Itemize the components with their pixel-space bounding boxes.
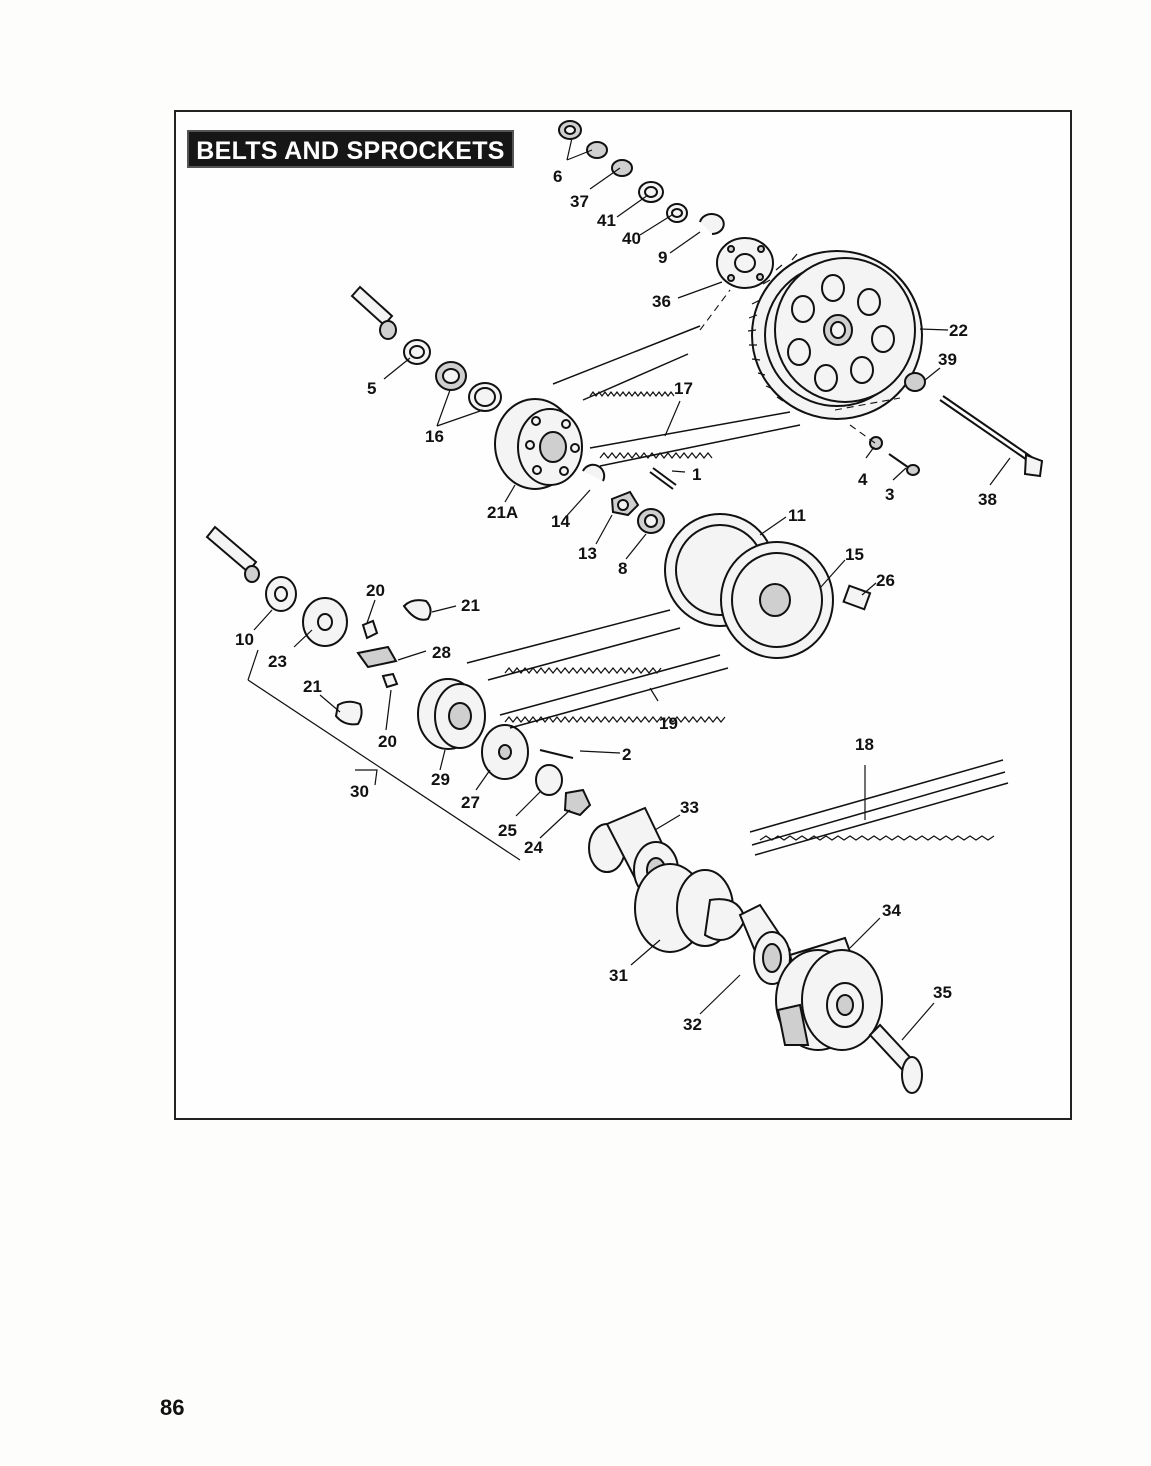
starter-gear-set — [634, 863, 792, 985]
callout-label: 8 — [618, 559, 627, 578]
callout-label: 9 — [658, 248, 667, 267]
callout-label: 24 — [524, 838, 543, 857]
transmission-shaft-lower — [205, 525, 348, 647]
callout-label: 16 — [425, 427, 444, 446]
rear-sprocket — [747, 250, 923, 420]
callout-label: 20 — [378, 732, 397, 751]
callout-label: 3 — [885, 485, 894, 504]
callout-label: 10 — [235, 630, 254, 649]
callout-label: 40 — [622, 229, 641, 248]
callout-label: 41 — [597, 211, 616, 230]
callout-label: 20 — [366, 581, 385, 600]
callout-label: 22 — [949, 321, 968, 340]
callout-label: 13 — [578, 544, 597, 563]
primary-chain — [749, 759, 1009, 856]
callout-label: 2 — [622, 745, 631, 764]
callout-label: 5 — [367, 379, 376, 398]
callout-label: 21A — [487, 503, 518, 522]
callout-label: 31 — [609, 966, 628, 985]
callout-label: 21 — [303, 677, 322, 696]
callout-label: 11 — [788, 506, 806, 525]
engine-sprocket — [417, 678, 592, 817]
sprocket-mounting-plate — [716, 237, 774, 289]
leader-lines — [247, 137, 1011, 1041]
callout-label: 28 — [432, 643, 451, 662]
callout-label: 38 — [978, 490, 997, 509]
callout-label: 26 — [876, 571, 895, 590]
callout-label: 32 — [683, 1015, 702, 1034]
callout-label: 17 — [674, 379, 693, 398]
callout-label: 36 — [652, 292, 671, 311]
callout-label: 15 — [845, 545, 864, 564]
clutch-sprocket — [664, 513, 872, 659]
diagram-title: BELTS AND SPROCKETS — [187, 130, 514, 168]
starter-bolt — [868, 1023, 923, 1094]
upper-belt — [552, 289, 901, 467]
compensator-components — [334, 599, 432, 726]
page-number: 86 — [160, 1395, 185, 1420]
callout-label: 30 — [350, 782, 369, 801]
callout-label: 6 — [553, 167, 562, 186]
callout-label: 39 — [938, 350, 957, 369]
callout-label: 21 — [461, 596, 480, 615]
callout-label: 14 — [551, 512, 570, 531]
callout-label: 29 — [431, 770, 450, 789]
callout-label: 35 — [933, 983, 952, 1002]
transmission-shaft-upper — [350, 285, 502, 412]
callout-label: 33 — [680, 798, 699, 817]
sprocket-spacer-and-hardware — [869, 372, 1044, 478]
starter-drive-housing — [775, 936, 883, 1051]
callout-label: 37 — [570, 192, 589, 211]
rear-axle-hardware-stack — [558, 120, 725, 235]
callout-label: 1 — [692, 465, 701, 484]
callout-labels: 1 2 3 4 5 6 8 9 10 11 13 14 15 16 17 18 … — [235, 167, 997, 1034]
callout-label: 18 — [855, 735, 874, 754]
primary-belt — [466, 609, 729, 729]
callout-label: 23 — [268, 652, 287, 671]
pulley-fasteners-upper — [582, 463, 677, 534]
front-pulley-upper — [494, 398, 583, 490]
callout-label: 27 — [461, 793, 480, 812]
callout-label: 25 — [498, 821, 517, 840]
callout-label: 19 — [659, 714, 678, 733]
callout-label: 4 — [858, 470, 868, 489]
callout-label: 34 — [882, 901, 901, 920]
